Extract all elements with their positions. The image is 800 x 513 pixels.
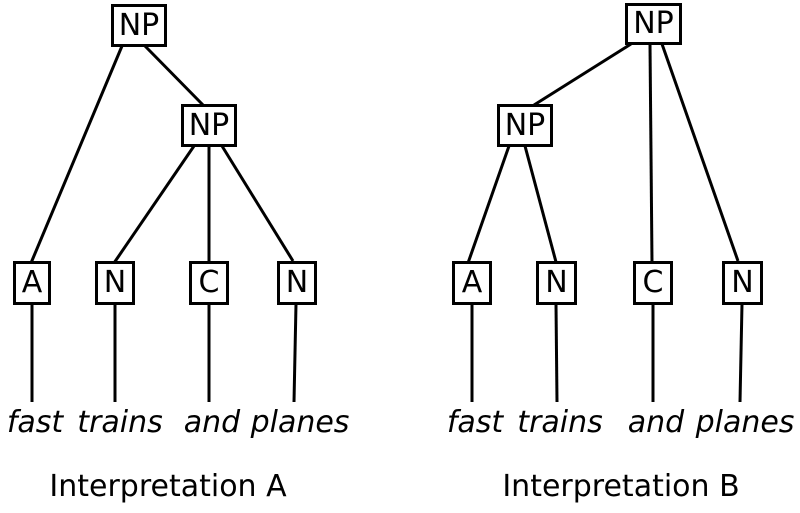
tree-a-word-fast: fast [6,405,64,440]
edge-a-innerNP-to-N2 [220,145,295,262]
tree-a-leaf-noun1-node: N [95,261,135,305]
edge-a-root-to-A [29,45,124,264]
edge-b-innerNP-to-N1 [523,145,558,263]
tree-b-word-trains: trains [517,405,603,440]
edge-b-root-to-N2 [660,43,740,262]
tree-a-leaf-adjective-node: A [13,261,51,305]
tree-a-word-and: and [183,405,241,440]
tree-a-caption: Interpretation A [49,469,287,504]
edge-a-root-to-innerNP [143,44,206,108]
edge-a-stem-planes [292,303,298,403]
tree-b-root-np-node: NP [625,3,682,45]
edge-b-innerNP-to-A [466,145,511,264]
edge-b-stem-trains [554,303,559,403]
tree-a-word-planes: planes [250,405,350,440]
edge-a-innerNP-to-N1 [112,145,196,264]
tree-b-caption: Interpretation B [502,469,740,504]
tree-a-leaf-conjunction-node: C [189,261,229,305]
tree-a-inner-np-node: NP [181,104,237,147]
tree-b-inner-np-node: NP [497,104,553,147]
tree-a-root-np-node: NP [111,4,167,47]
tree-b-word-and: and [627,405,685,440]
edge-b-stem-planes [738,303,744,403]
edge-b-root-to-C [648,43,654,264]
tree-b-leaf-noun2-node: N [722,261,763,305]
tree-a-word-trains: trains [77,405,163,440]
edge-b-root-to-innerNP [533,42,632,107]
tree-b-word-fast: fast [446,405,504,440]
tree-b-word-planes: planes [695,405,795,440]
tree-b-leaf-adjective-node: A [452,261,492,305]
tree-a-leaf-noun2-node: N [277,261,317,305]
tree-b-leaf-noun1-node: N [536,261,577,305]
tree-b-leaf-conjunction-node: C [633,261,673,305]
